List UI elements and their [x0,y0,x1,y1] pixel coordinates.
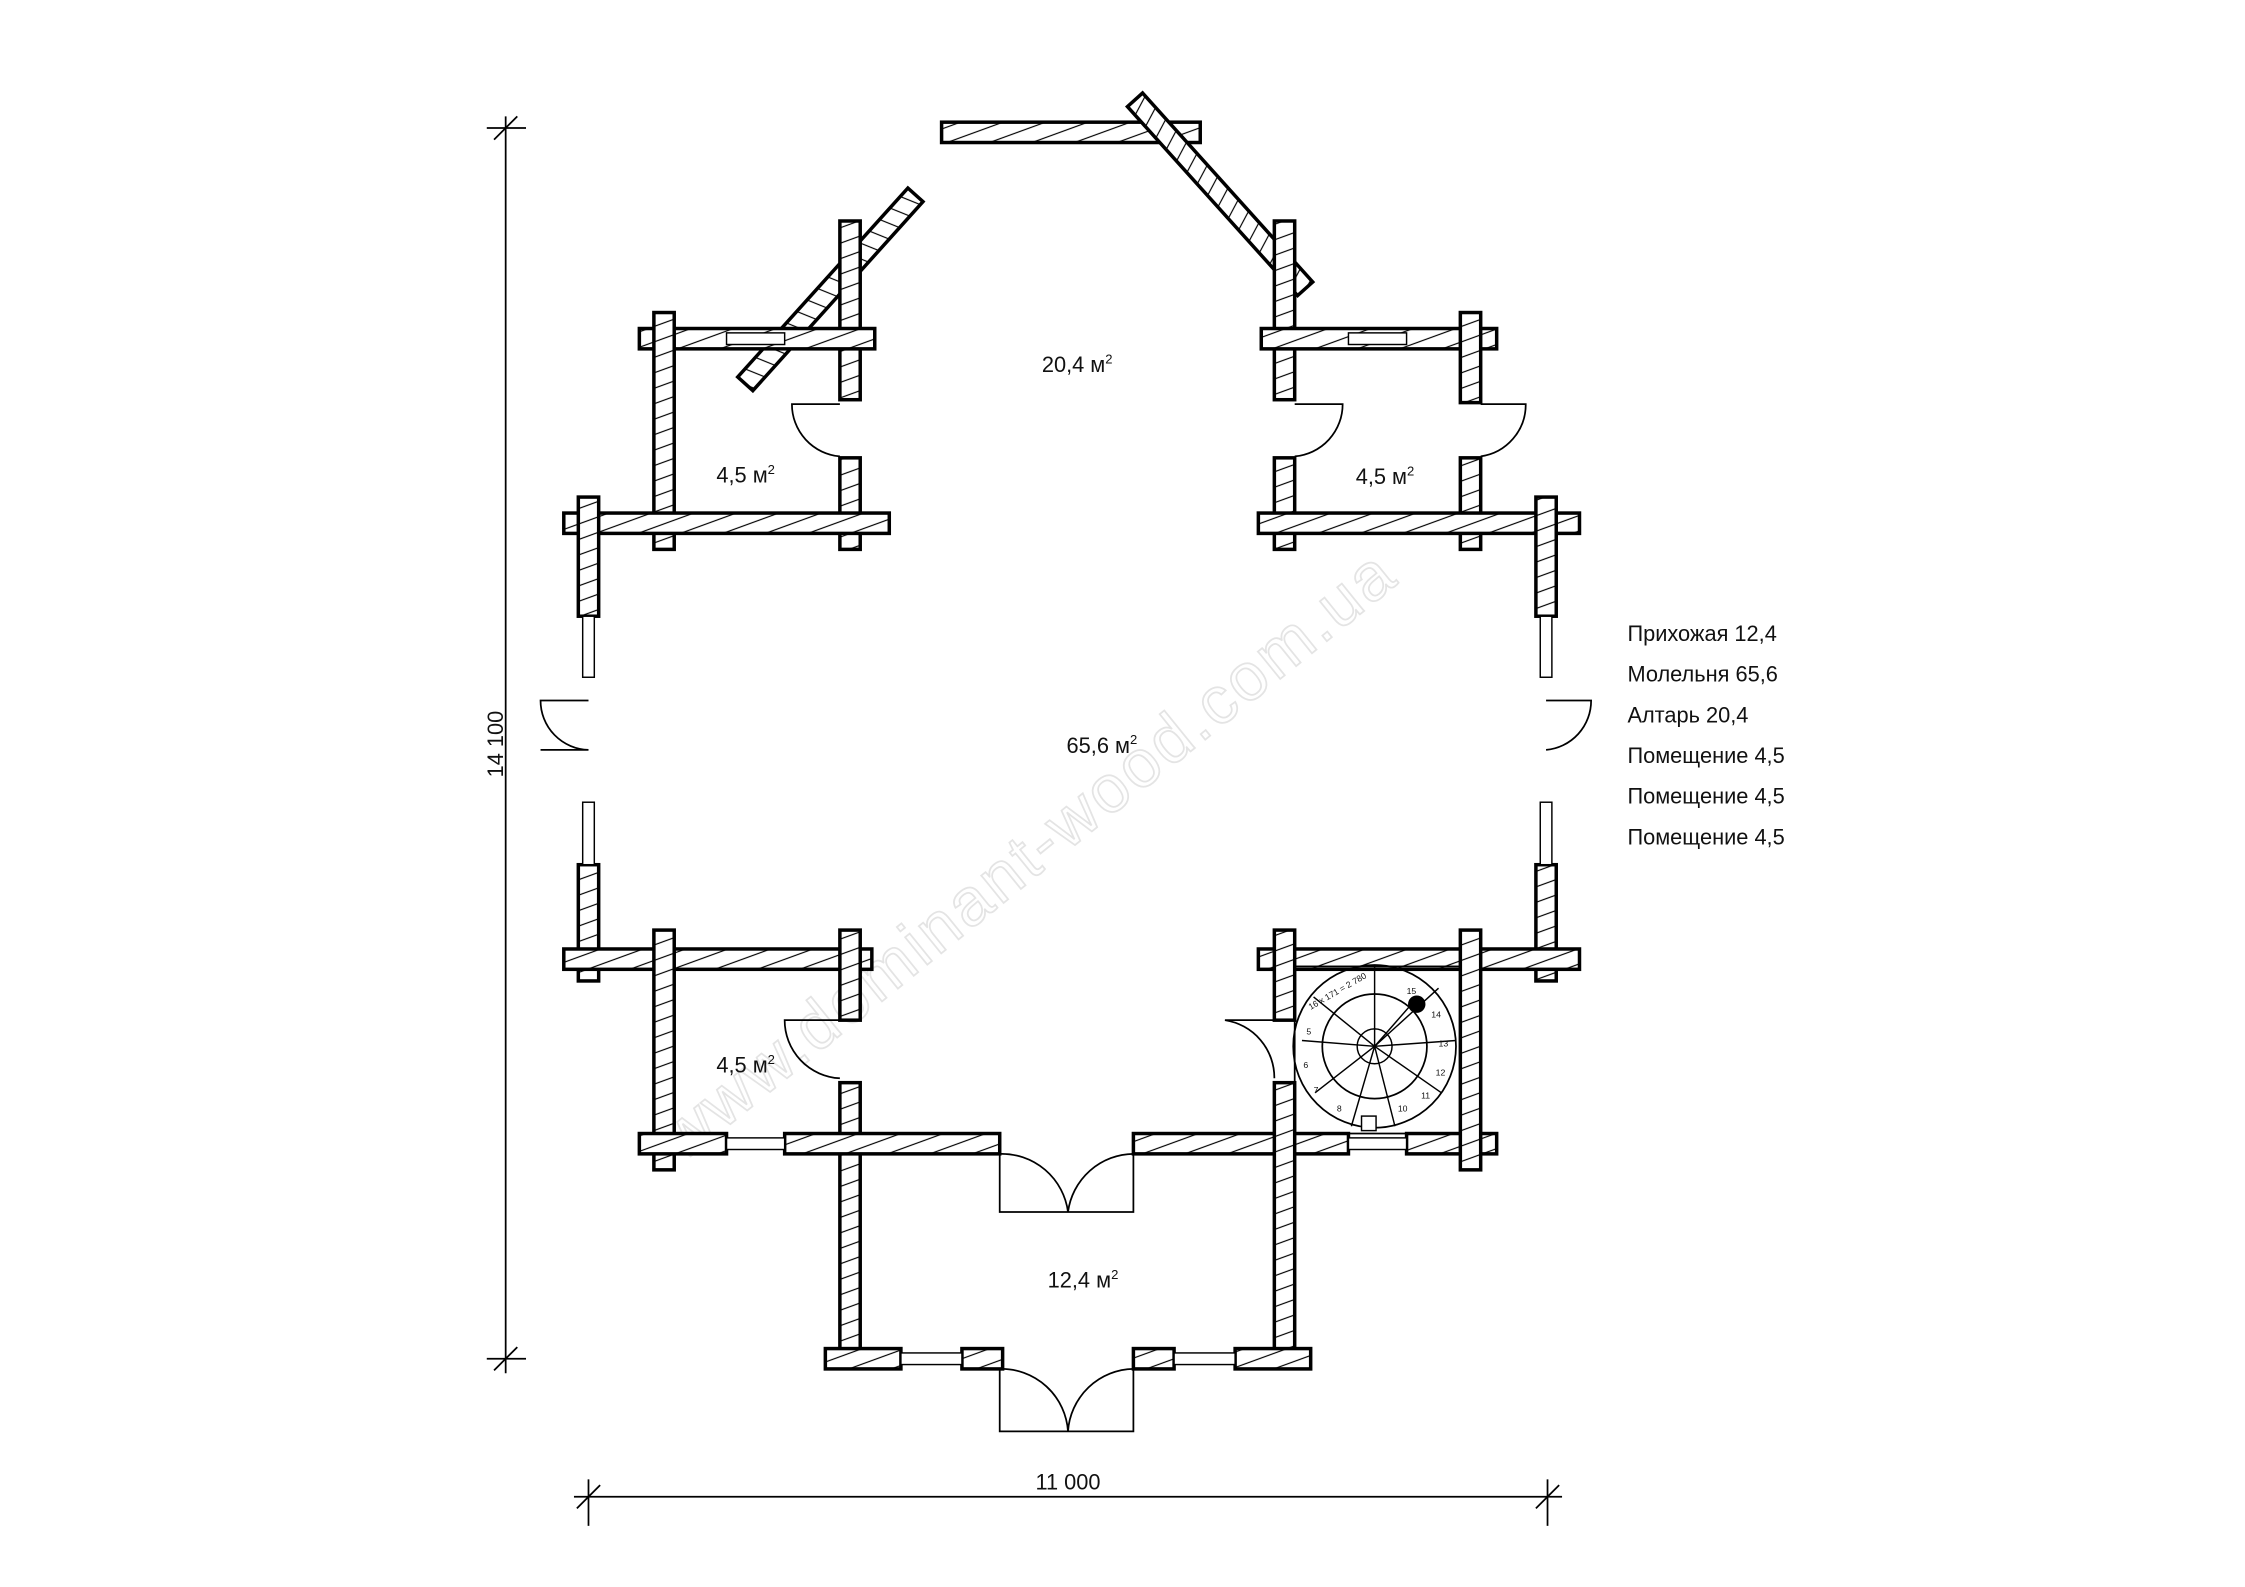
dimension-height-label: 14 100 [483,711,508,778]
room-top-left-label: 4,5 м2 [716,462,775,488]
legend-item: Помещение 4,5 [1627,743,1784,768]
legend-item: Помещение 4,5 [1627,784,1784,809]
room-hall-label: 65,6 м2 [1067,732,1138,758]
stair-post-icon [1408,995,1426,1013]
area-legend: Прихожая 12,4 Молельня 65,6 Алтарь 20,4 … [1627,621,1784,849]
svg-text:10: 10 [1398,1104,1408,1114]
svg-text:15: 15 [1407,986,1417,996]
legend-item: Молельня 65,6 [1627,662,1777,687]
svg-text:5: 5 [1306,1027,1311,1037]
watermark: www.dominant-wood.com.ua [644,534,1410,1174]
room-labels: 20,4 м2 4,5 м2 4,5 м2 65,6 м2 4,5 м2 12,… [716,351,1414,1292]
doors [539,403,1592,1433]
svg-text:13: 13 [1439,1038,1449,1048]
room-entry-label: 12,4 м2 [1048,1267,1119,1293]
svg-text:11: 11 [1421,1091,1430,1101]
svg-text:12: 12 [1436,1067,1446,1077]
dimension-width: 11 000 [573,1470,1563,1526]
legend-item: Помещение 4,5 [1627,824,1784,849]
room-top-right-label: 4,5 м2 [1356,463,1415,489]
spiral-stair: 16 x 171 = 2 780 5 6 7 8 10 11 12 13 14 … [1292,964,1462,1135]
svg-text:6: 6 [1303,1060,1308,1070]
windows [581,332,1553,1366]
legend-item: Алтарь 20,4 [1627,702,1748,727]
dimension-height: 14 100 [483,115,527,1374]
legend-item: Прихожая 12,4 [1627,621,1776,646]
dimension-width-label: 11 000 [1036,1470,1101,1495]
svg-text:8: 8 [1337,1104,1342,1114]
room-bottom-left-label: 4,5 м2 [716,1052,775,1078]
svg-text:7: 7 [1314,1085,1319,1095]
svg-text:14: 14 [1431,1009,1441,1019]
room-altar-label: 20,4 м2 [1042,351,1113,377]
walls [562,90,1582,1371]
